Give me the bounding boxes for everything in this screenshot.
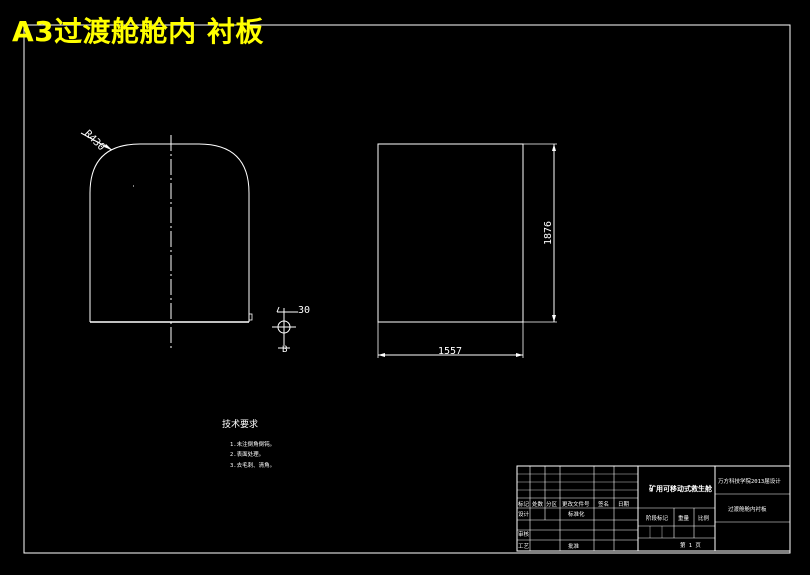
tb-shenhe: 审核 <box>518 530 530 538</box>
tb-zhongliang: 重量 <box>678 514 690 522</box>
tb-sheji: 设计 <box>518 510 530 518</box>
height-dim-label: 1876 <box>543 221 554 245</box>
gap-dim-label: 30 <box>298 305 310 316</box>
notes-heading: 技术要求 <box>222 418 258 430</box>
note-item-1: 1.未注倒角倒钝。 <box>230 440 275 448</box>
tb-fenqu: 分区 <box>546 500 558 508</box>
tb-sheet: 第 1 页 <box>680 541 701 549</box>
tb-project: 万方科技学院2013届设计 <box>718 477 781 485</box>
tb-company: 矿用可移动式救生舱 <box>649 484 713 493</box>
center-mark-label: B <box>282 345 287 355</box>
detail-callout: 30 B <box>272 305 310 355</box>
tb-jieduan: 阶段标记 <box>646 514 669 522</box>
note-item-2: 2.表面处理。 <box>230 450 264 458</box>
title-block: 标记 处数 分区 更改文件号 签名 日期 设计 标准化 审核 工艺 批准 矿用可… <box>516 465 791 552</box>
tb-riqi: 日期 <box>618 501 630 508</box>
tb-gengai: 更改文件号 <box>562 500 590 508</box>
panel-side-view: 1876 1557 <box>377 143 557 358</box>
tb-pizhun: 批准 <box>568 542 580 550</box>
tb-gongyi: 工艺 <box>518 543 530 550</box>
sheet-border <box>23 24 791 554</box>
technical-notes: 技术要求 1.未注倒角倒钝。 2.表面处理。 3.去毛刺、清角。 <box>222 418 275 469</box>
tb-bili: 比例 <box>698 514 710 522</box>
drawing-title: A3过渡舱舱内 衬板 <box>12 15 264 48</box>
tb-drawing-name: 过渡舱舱内衬板 <box>728 505 767 513</box>
tb-qianming: 签名 <box>598 500 609 508</box>
tb-chushu: 处数 <box>532 500 544 508</box>
panel-front-view: R430 <box>80 128 253 348</box>
width-dim-label: 1557 <box>438 346 462 357</box>
tb-biaoji: 标记 <box>518 500 530 508</box>
radius-dim-label: R430 <box>82 128 107 153</box>
note-item-3: 3.去毛刺、清角。 <box>230 461 275 469</box>
tb-biaozhunhua: 标准化 <box>568 510 585 518</box>
